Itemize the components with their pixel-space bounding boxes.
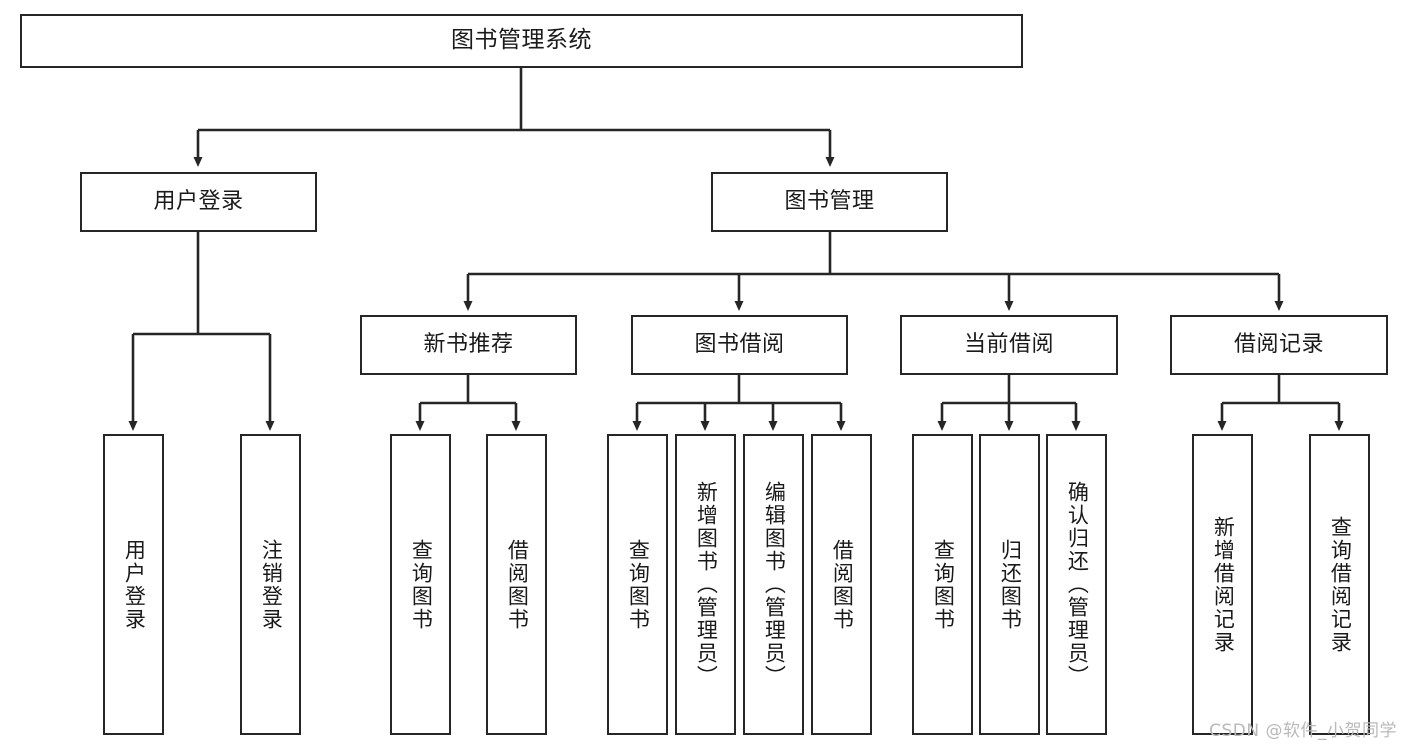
node-borrow-record[interactable]: 借阅记录: [1170, 315, 1388, 375]
node-new-book-recommend[interactable]: 新书推荐: [360, 315, 577, 375]
leaf-current-borrow-return[interactable]: 归还图书: [979, 434, 1040, 735]
node-current-borrow[interactable]: 当前借阅: [900, 315, 1118, 375]
leaf-new-book-query[interactable]: 查询图书: [390, 434, 451, 735]
leaf-current-borrow-confirm-return[interactable]: 确认归还（管理员）: [1046, 434, 1107, 735]
node-label: 新增借阅记录: [1211, 515, 1236, 654]
leaf-new-book-borrow[interactable]: 借阅图书: [486, 434, 547, 735]
node-label: 借阅记录: [1233, 332, 1324, 358]
leaf-book-borrow-add[interactable]: 新增图书（管理员）: [675, 434, 736, 735]
node-label: 用户登录: [122, 538, 147, 631]
leaf-borrow-record-query[interactable]: 查询借阅记录: [1309, 434, 1370, 735]
leaf-user-login-login[interactable]: 用户登录: [103, 434, 164, 735]
node-label: 新书推荐: [423, 332, 514, 358]
node-label: 借阅图书: [830, 538, 855, 631]
node-label: 编辑图书（管理员）: [762, 481, 787, 688]
node-label: 归还图书: [998, 538, 1023, 631]
leaf-book-borrow-borrow[interactable]: 借阅图书: [811, 434, 872, 735]
node-label: 查询借阅记录: [1328, 515, 1353, 654]
node-book-borrow[interactable]: 图书借阅: [631, 315, 848, 375]
node-label: 查询图书: [409, 538, 434, 631]
node-label: 当前借阅: [963, 332, 1054, 358]
leaf-borrow-record-add[interactable]: 新增借阅记录: [1192, 434, 1253, 735]
node-label: 注销登录: [259, 538, 284, 631]
leaf-user-login-logout[interactable]: 注销登录: [240, 434, 301, 735]
node-root-system[interactable]: 图书管理系统: [20, 14, 1023, 68]
node-label: 用户登录: [153, 189, 244, 215]
node-label: 图书管理: [784, 189, 875, 215]
node-label: 确认归还（管理员）: [1065, 481, 1090, 688]
node-label: 图书借阅: [694, 332, 785, 358]
leaf-book-borrow-edit[interactable]: 编辑图书（管理员）: [743, 434, 804, 735]
node-label: 新增图书（管理员）: [694, 481, 719, 688]
node-user-login[interactable]: 用户登录: [80, 172, 317, 232]
node-label: 查询图书: [626, 538, 651, 631]
node-label: 查询图书: [931, 538, 956, 631]
node-label: 借阅图书: [505, 538, 530, 631]
leaf-book-borrow-query[interactable]: 查询图书: [607, 434, 668, 735]
leaf-current-borrow-query[interactable]: 查询图书: [912, 434, 973, 735]
watermark-text: CSDN @软件_小贺同学: [1209, 721, 1397, 741]
node-book-management[interactable]: 图书管理: [711, 172, 948, 232]
node-label: 图书管理系统: [451, 27, 592, 54]
